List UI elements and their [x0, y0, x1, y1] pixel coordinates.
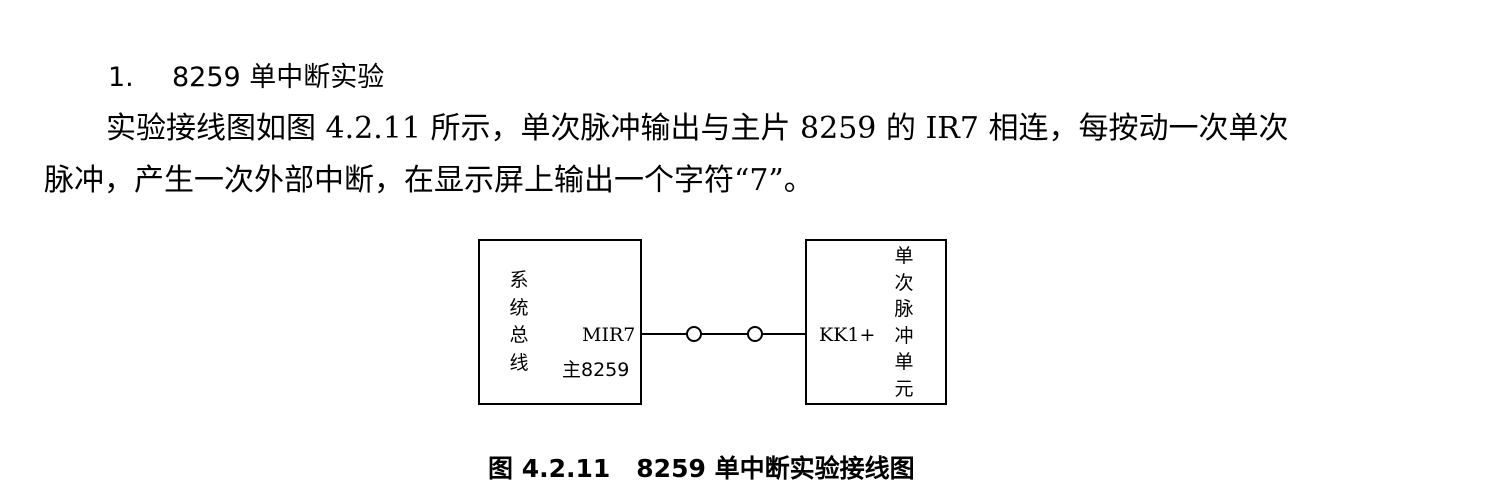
kk1-pin-label: KK1+	[819, 324, 876, 346]
pulse-unit-char: 单	[894, 351, 914, 373]
section-number: 1.	[108, 62, 134, 93]
pulse-unit-char: 冲	[894, 324, 914, 347]
connection-wire	[640, 326, 806, 342]
system-bus-char: 统	[509, 296, 529, 319]
figure-number: 图 4.2.11	[488, 454, 611, 483]
pulse-unit-char: 次	[894, 271, 914, 294]
terminal-left-icon	[686, 326, 702, 342]
pulse-unit-char: 单	[894, 245, 914, 267]
figure-title: 8259 单中断实验接线图	[636, 454, 915, 483]
single-pulse-unit-box: KK1+ 单 次 脉 冲 单 元	[805, 239, 947, 405]
system-bus-char: 总	[509, 324, 529, 346]
figure-caption: 图 4.2.11 8259 单中断实验接线图	[488, 451, 915, 487]
mir7-pin-label: MIR7	[582, 324, 636, 346]
paragraph-line-1: 实验接线图如图 4.2.11 所示，单次脉冲输出与主片 8259 的 IR7 相…	[106, 111, 1289, 146]
description-paragraph: 实验接线图如图 4.2.11 所示，单次脉冲输出与主片 8259 的 IR7 相…	[44, 103, 1444, 207]
section-heading: 1. 8259 单中断实验	[108, 58, 384, 98]
paragraph-line-2: 脉冲，产生一次外部中断，在显示屏上输出一个字符“7”。	[44, 163, 814, 198]
master-8259-label: 主8259	[562, 359, 630, 381]
single-pulse-unit-label: 单 次 脉 冲 单 元	[891, 243, 917, 402]
pulse-unit-char: 元	[894, 377, 914, 400]
system-bus-label: 系 统 总 线	[506, 267, 532, 377]
system-bus-box: 系 统 总 线 MIR7 主8259	[478, 239, 642, 405]
terminal-right-icon	[747, 326, 763, 342]
system-bus-char: 系	[509, 269, 529, 291]
section-title: 8259 单中断实验	[172, 62, 385, 93]
system-bus-char: 线	[509, 351, 529, 374]
pulse-unit-char: 脉	[894, 298, 914, 320]
